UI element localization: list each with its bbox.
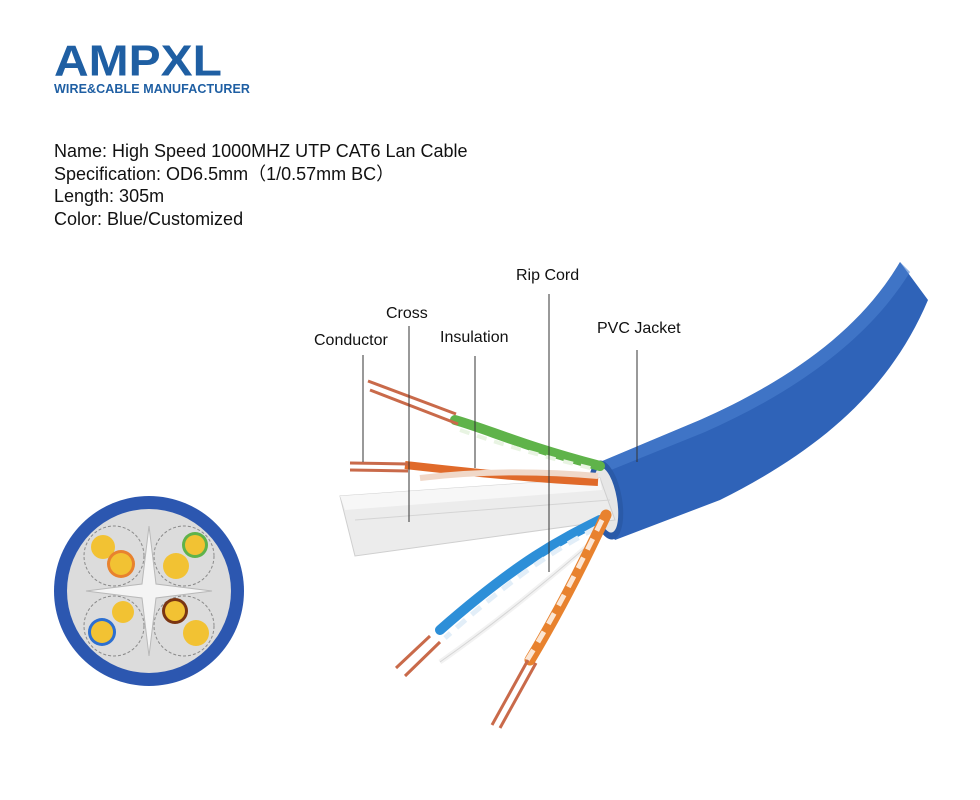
cable-cross-section xyxy=(54,496,244,686)
label-insulation: Insulation xyxy=(440,329,509,346)
leader-lines xyxy=(362,294,638,572)
logo-wordmark: AMPXL xyxy=(54,37,222,86)
label-rip-cord: Rip Cord xyxy=(516,267,580,284)
label-conductor: Conductor xyxy=(314,332,388,349)
logo-tagline: WIRE&CABLE MANUFACTURER xyxy=(54,82,251,96)
orange-pair xyxy=(490,509,612,729)
label-pvc-jacket: PVC Jacket xyxy=(597,320,681,337)
spec-color: Color: Blue/Customized xyxy=(54,208,244,229)
brand-logo: AMPXL WIRE&CABLE MANUFACTURER xyxy=(54,37,251,96)
spec-length: Length: 305m xyxy=(54,186,165,206)
green-pair xyxy=(367,379,605,472)
product-specs: Name: High Speed 1000MHZ UTP CAT6 Lan Ca… xyxy=(54,140,468,230)
cross-separator xyxy=(339,477,616,557)
label-cross: Cross xyxy=(386,305,428,322)
spec-name: Name: High Speed 1000MHZ UTP CAT6 Lan Ca… xyxy=(54,141,468,161)
rip-cord xyxy=(438,533,602,665)
cable-jacket xyxy=(588,262,928,540)
spec-specification: Specification: OD6.5mm（1/0.57mm BC） xyxy=(54,163,395,184)
blue-pair xyxy=(394,515,605,678)
brown-pair xyxy=(349,461,599,486)
